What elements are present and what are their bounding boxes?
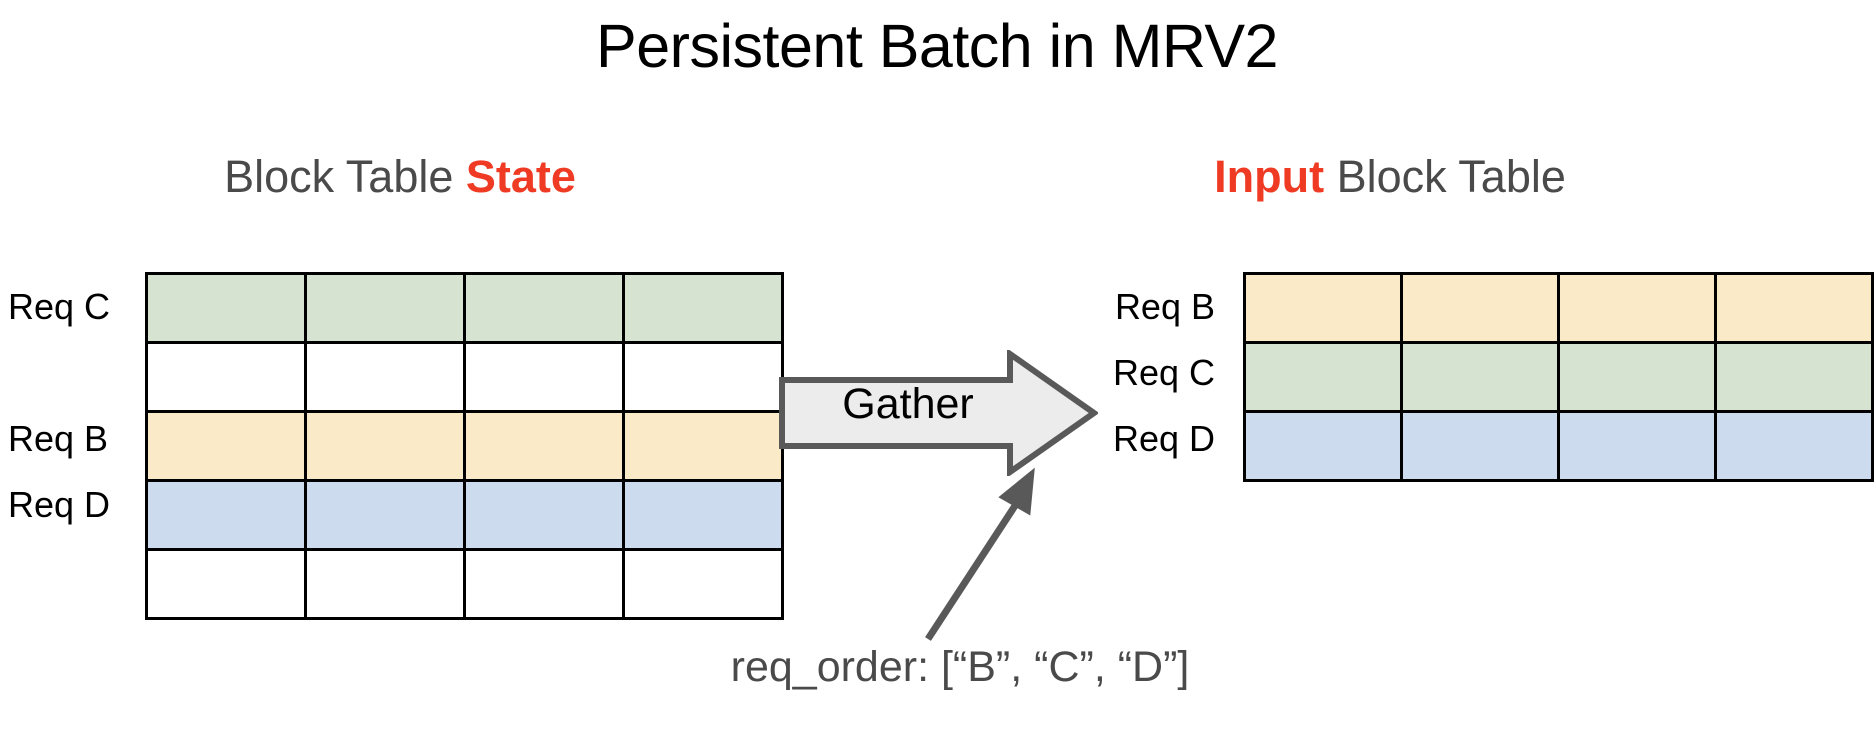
state-cell[interactable] (145, 410, 307, 482)
state-cell[interactable] (304, 341, 466, 413)
state-row-label-req-c: Req C (8, 286, 111, 327)
state-cell[interactable] (463, 479, 625, 551)
heading-state-accent: State (465, 151, 576, 202)
state-cell[interactable] (463, 548, 625, 620)
req-order-caption: req_order: [“B”, “C”, “D”] (730, 643, 1190, 691)
heading-state-prefix: Block Table (224, 151, 466, 202)
input-cell[interactable] (1714, 272, 1874, 344)
input-cell[interactable] (1714, 410, 1874, 482)
pointer-line (925, 493, 1025, 641)
input-cell[interactable] (1243, 272, 1403, 344)
table-row (145, 548, 784, 620)
state-cell[interactable] (622, 548, 784, 620)
input-cell[interactable] (1714, 341, 1874, 413)
state-cell[interactable] (622, 410, 784, 482)
gather-arrow-icon (779, 350, 1098, 476)
state-cell[interactable] (304, 410, 466, 482)
table-row (145, 479, 784, 551)
state-row-label-req-b: Req B (8, 418, 109, 459)
block-table-state-heading: Block Table State (140, 150, 660, 204)
input-block-table-grid (1243, 272, 1874, 482)
input-cell[interactable] (1400, 410, 1560, 482)
input-cell[interactable] (1243, 341, 1403, 413)
input-row-label-req-b: Req B (1114, 286, 1215, 327)
state-cell[interactable] (145, 548, 307, 620)
input-cell[interactable] (1557, 410, 1717, 482)
state-cell[interactable] (622, 272, 784, 344)
input-row-label-req-c: Req C (1112, 352, 1215, 393)
input-row-label-req-d: Req D (1112, 418, 1215, 459)
input-cell[interactable] (1557, 341, 1717, 413)
gather-arrow-shape (779, 350, 1098, 476)
block-table-state-grid (145, 272, 784, 620)
table-row (145, 272, 784, 344)
input-block-table-heading: Input Block Table (1080, 150, 1700, 204)
state-cell[interactable] (622, 341, 784, 413)
table-row (1243, 272, 1874, 344)
req-order-pointer-arrow-icon (925, 467, 1035, 641)
input-cell[interactable] (1400, 272, 1560, 344)
heading-input-accent: Input (1214, 151, 1325, 202)
state-cell[interactable] (304, 272, 466, 344)
state-cell[interactable] (304, 548, 466, 620)
table-row (1243, 341, 1874, 413)
page-title: Persistent Batch in MRV2 (596, 12, 1278, 80)
state-cell[interactable] (622, 479, 784, 551)
table-row (1243, 410, 1874, 482)
input-cell[interactable] (1557, 272, 1717, 344)
state-cell[interactable] (304, 479, 466, 551)
state-cell[interactable] (145, 341, 307, 413)
state-cell[interactable] (145, 479, 307, 551)
table-row (145, 341, 784, 413)
table-row (145, 410, 784, 482)
pointer-head (998, 467, 1035, 516)
state-row-label-req-d: Req D (8, 484, 111, 525)
input-cell[interactable] (1400, 341, 1560, 413)
state-cell[interactable] (145, 272, 307, 344)
state-cell[interactable] (463, 410, 625, 482)
state-cell[interactable] (463, 341, 625, 413)
state-cell[interactable] (463, 272, 625, 344)
heading-input-suffix: Block Table (1324, 151, 1566, 202)
input-cell[interactable] (1243, 410, 1403, 482)
